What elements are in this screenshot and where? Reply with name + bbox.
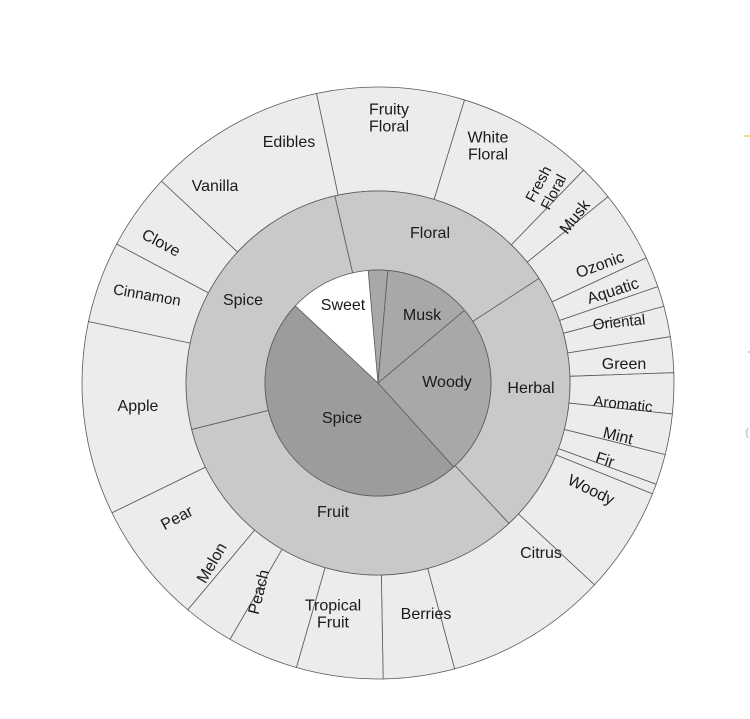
middle-label-fruit: Fruit [317, 504, 350, 521]
outer-label-citrus: Citrus [520, 545, 562, 562]
inner-label-woody: Woody [422, 374, 472, 391]
edge-mark [745, 427, 749, 439]
outer-label-fir: Fir [593, 450, 617, 472]
inner-segment-musk [377, 269, 466, 384]
outer-label-berries: Berries [401, 606, 452, 623]
outer-label-aromatic: Aromatic [593, 393, 654, 416]
inner-segment-woody [377, 309, 492, 468]
outer-ring [81, 86, 675, 680]
middle-label-floral: Floral [410, 225, 450, 242]
outer-label-mint: Mint [601, 425, 635, 449]
inner-label-musk: Musk [403, 307, 442, 324]
inner-label-sweet: Sweet [321, 297, 366, 314]
outer-label-oriental: Oriental [592, 311, 646, 333]
outer-label-apple: Apple [118, 398, 159, 415]
middle-label-herbal: Herbal [507, 380, 554, 397]
outer-label-green: Green [602, 356, 646, 373]
inner-label-spice: Spice [322, 410, 362, 427]
inner-segment-spice [264, 305, 455, 497]
outer-label-edibles: Edibles [263, 134, 315, 151]
outer-label-vanilla: Vanilla [192, 178, 239, 195]
inner-ring [264, 269, 492, 497]
middle-label-spice: Spice [223, 292, 263, 309]
